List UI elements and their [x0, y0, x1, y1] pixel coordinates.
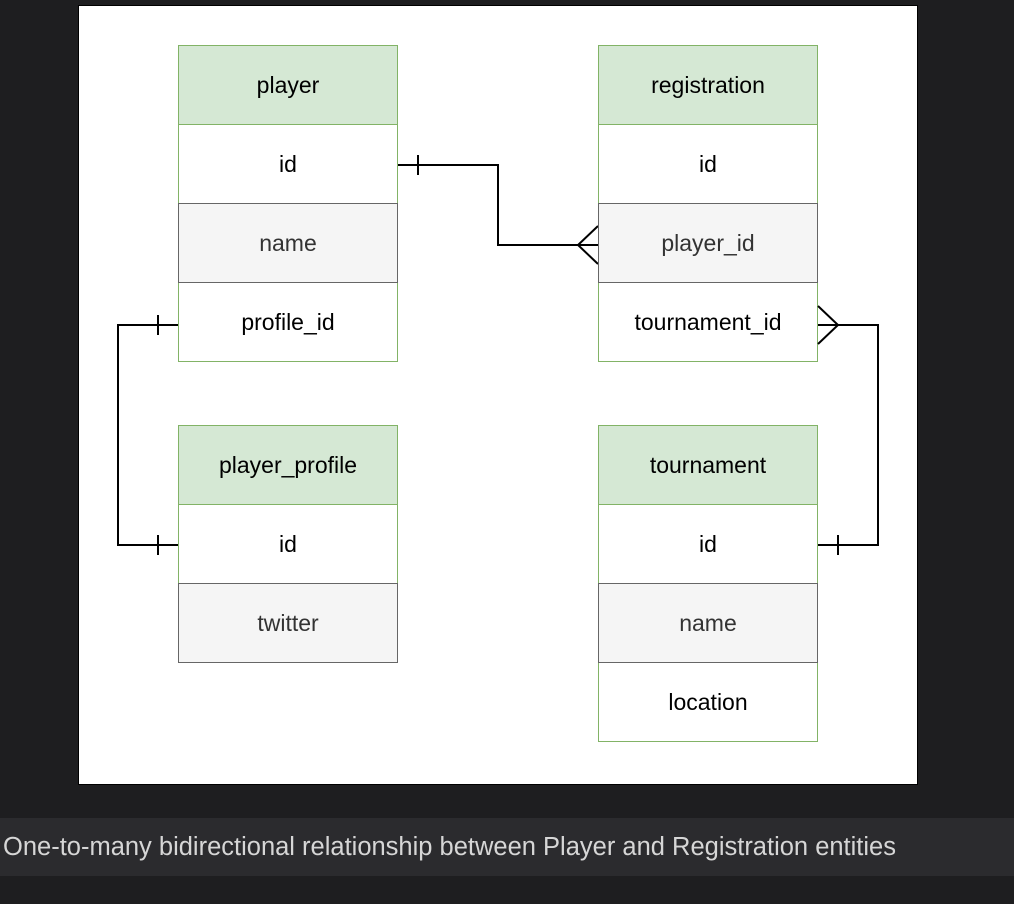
field-id: id [178, 504, 398, 584]
field-id: id [178, 124, 398, 204]
entity-header: player [178, 45, 398, 125]
field-twitter: twitter [178, 583, 398, 663]
field-location: location [598, 662, 818, 742]
field-id: id [598, 504, 818, 584]
entity-player: player id name profile_id [178, 45, 398, 362]
entity-header: registration [598, 45, 818, 125]
field-name: name [178, 203, 398, 283]
field-player-id: player_id [598, 203, 818, 283]
figure-caption: One-to-many bidirectional relationship b… [0, 818, 1014, 876]
field-name: name [598, 583, 818, 663]
entity-registration: registration id player_id tournament_id [598, 45, 818, 362]
entity-header: player_profile [178, 425, 398, 505]
entity-player-profile: player_profile id twitter [178, 425, 398, 663]
entity-header: tournament [598, 425, 818, 505]
field-tournament-id: tournament_id [598, 282, 818, 362]
entity-tournament: tournament id name location [598, 425, 818, 742]
field-profile-id: profile_id [178, 282, 398, 362]
field-id: id [598, 124, 818, 204]
